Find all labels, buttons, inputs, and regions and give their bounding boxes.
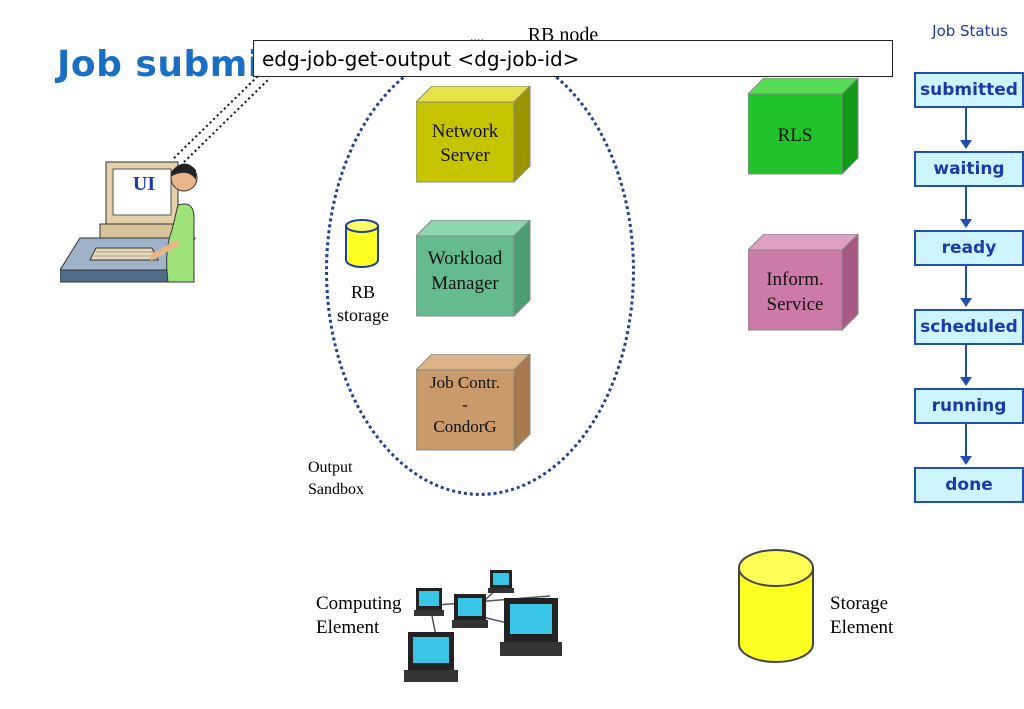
status-arrowhead-4 bbox=[960, 377, 972, 386]
inform-service-label-2: Service bbox=[766, 294, 824, 315]
computing-element-label-2: Element bbox=[316, 617, 380, 638]
status-arrowhead-2 bbox=[960, 219, 972, 228]
status-running: running bbox=[914, 388, 1024, 424]
job-controller-cube bbox=[414, 352, 532, 452]
storage-element-label-1: Storage bbox=[830, 593, 889, 614]
command-box: edg-job-get-output <dg-job-id> bbox=[253, 40, 893, 77]
inform-service-label-1: Inform. bbox=[766, 269, 824, 290]
status-arrow-2 bbox=[965, 187, 967, 219]
network-server-cube bbox=[414, 84, 532, 184]
ui-workstation-icon bbox=[60, 161, 198, 283]
workload-manager-node: Workload Manager bbox=[414, 218, 532, 323]
status-arrowhead-1 bbox=[960, 140, 972, 149]
status-scheduled: scheduled bbox=[914, 309, 1024, 345]
computer-1 bbox=[414, 588, 444, 616]
status-arrow-3 bbox=[965, 266, 967, 298]
output-sandbox-label-1: Output bbox=[308, 459, 353, 476]
rb-storage-label-2: storage bbox=[337, 305, 389, 325]
workload-manager-label-1: Workload bbox=[427, 248, 503, 269]
storage-element-cylinder bbox=[738, 549, 814, 663]
job-controller-node: Job Contr. - CondorG bbox=[414, 352, 532, 457]
network-server-node: Network Server bbox=[414, 84, 532, 189]
status-submitted: submitted bbox=[914, 72, 1024, 108]
rls-node: RLS bbox=[746, 76, 860, 181]
rb-storage-cylinder bbox=[345, 219, 379, 268]
workload-manager-cube bbox=[414, 218, 532, 318]
job-status-heading: Job Status bbox=[932, 22, 1008, 40]
rls-label: RLS bbox=[777, 125, 813, 146]
rb-storage-label-1: RB bbox=[350, 282, 375, 302]
network-server-label-1: Network bbox=[431, 121, 499, 142]
status-waiting: waiting bbox=[914, 151, 1024, 187]
computing-element-label-1: Computing bbox=[316, 593, 402, 614]
status-arrow-4 bbox=[965, 345, 967, 377]
rls-cube bbox=[746, 76, 860, 176]
status-arrow-1 bbox=[965, 108, 967, 140]
output-sandbox-label-2: Sandbox bbox=[308, 481, 364, 498]
computing-element-network-icon bbox=[404, 570, 562, 682]
inform-service-node: Inform. Service bbox=[746, 232, 860, 337]
inform-service-cube bbox=[746, 232, 860, 332]
network-server-label-2: Server bbox=[440, 145, 490, 166]
workload-manager-label-2: Manager bbox=[431, 273, 499, 294]
ui-command-link bbox=[173, 75, 271, 163]
status-arrow-5 bbox=[965, 424, 967, 456]
storage-element-label-2: Element bbox=[830, 617, 894, 638]
status-ready: ready bbox=[914, 230, 1024, 266]
job-controller-label-1: Job Contr. bbox=[430, 373, 500, 392]
status-arrowhead-5 bbox=[960, 456, 972, 465]
job-controller-label-3: CondorG bbox=[433, 417, 497, 436]
status-done: done bbox=[914, 467, 1024, 503]
job-controller-label-2: - bbox=[462, 395, 468, 414]
ui-label: UI bbox=[132, 173, 156, 195]
status-arrowhead-3 bbox=[960, 298, 972, 307]
